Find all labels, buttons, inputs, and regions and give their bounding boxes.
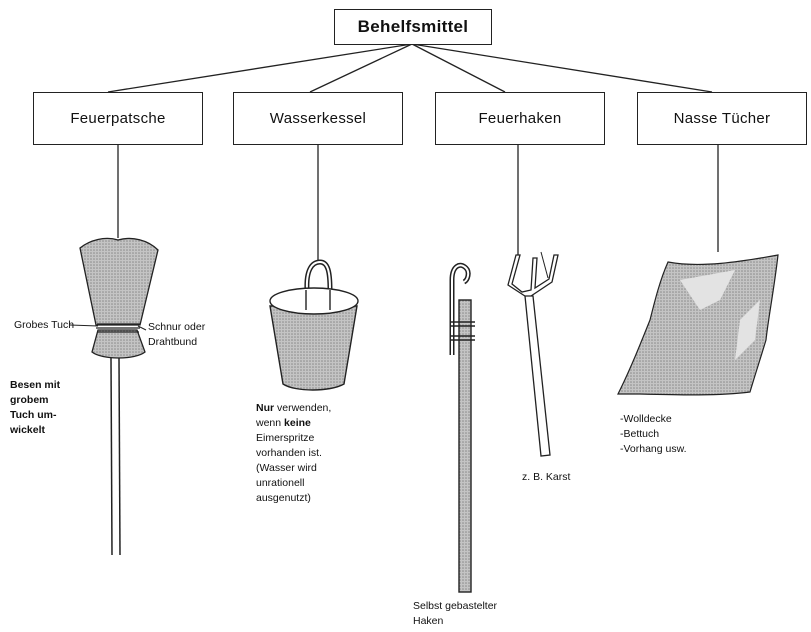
desc-feuerpatsche: Besen mit grobem Tuch um- wickelt bbox=[10, 378, 60, 438]
category-feuerpatsche: Feuerpatsche bbox=[33, 92, 203, 145]
category-label-nasse-tuecher: Nasse Tücher bbox=[674, 110, 771, 127]
label-grobes-tuch: Grobes Tuch bbox=[14, 318, 74, 333]
label-karst: z. B. Karst bbox=[522, 470, 570, 485]
root-node: Behelfsmittel bbox=[334, 9, 492, 45]
category-wasserkessel: Wasserkessel bbox=[233, 92, 403, 145]
category-label-feuerhaken: Feuerhaken bbox=[478, 110, 561, 127]
list-item: -Vorhang usw. bbox=[620, 442, 687, 457]
tree-connectors bbox=[108, 44, 712, 92]
list-item: -Bettuch bbox=[620, 427, 687, 442]
root-label: Behelfsmittel bbox=[358, 17, 469, 37]
desc-wasserkessel: Nur verwenden, wenn keine Eimerspritze v… bbox=[256, 401, 331, 506]
list-item: -Wolldecke bbox=[620, 412, 687, 427]
karst-illustration bbox=[508, 252, 558, 456]
label-selbst-gebastelter-haken: Selbst gebastelter Haken bbox=[413, 599, 497, 629]
bucket-illustration bbox=[270, 262, 358, 390]
category-label-wasserkessel: Wasserkessel bbox=[270, 110, 366, 127]
category-stems bbox=[118, 145, 718, 262]
category-label-feuerpatsche: Feuerpatsche bbox=[70, 110, 165, 127]
homemade-hook-illustration bbox=[450, 265, 475, 592]
label-schnur-drahtbund: Schnur oder Drahtbund bbox=[148, 320, 205, 350]
broom-illustration bbox=[80, 238, 158, 555]
list-nasse-tuecher: -Wolldecke -Bettuch -Vorhang usw. bbox=[620, 412, 687, 457]
category-nasse-tuecher: Nasse Tücher bbox=[637, 92, 807, 145]
category-feuerhaken: Feuerhaken bbox=[435, 92, 605, 145]
cloth-illustration bbox=[618, 255, 778, 395]
